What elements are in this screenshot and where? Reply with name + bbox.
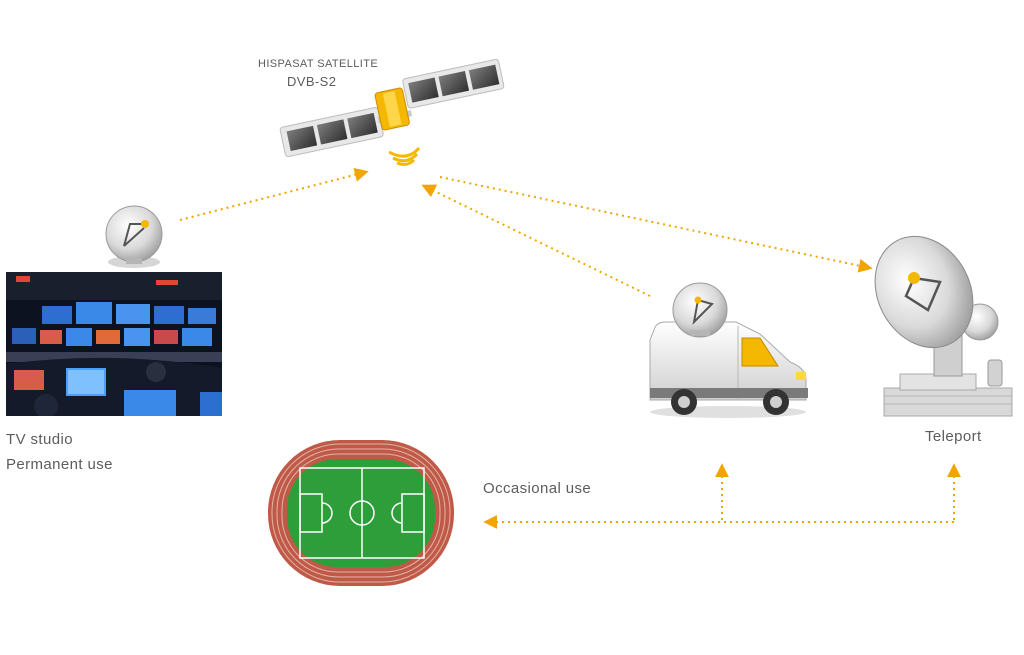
satellite-teleport-arrow: [439, 176, 873, 273]
stadium-feed-arrows: [483, 463, 961, 529]
occasional-use-label: Occasional use: [483, 480, 592, 497]
satellite-icon: [279, 58, 505, 166]
stadium-icon: [268, 440, 454, 586]
uplink-studio-arrow: [179, 168, 369, 221]
uplink-van-arrow: [421, 184, 651, 297]
teleport-dish-icon: [874, 235, 1013, 417]
tv-studio-photo: [6, 272, 222, 416]
satellite-standard-label: DVB-S2: [287, 74, 337, 89]
satellite-name-label: HISPASAT SATELLITE: [258, 58, 379, 70]
permanent-use-label: Permanent use: [6, 456, 113, 473]
studio-dish-icon: [105, 205, 163, 268]
ob-van-icon: [649, 282, 808, 418]
tv-studio-label: TV studio: [6, 431, 73, 448]
teleport-label: Teleport: [925, 428, 982, 445]
